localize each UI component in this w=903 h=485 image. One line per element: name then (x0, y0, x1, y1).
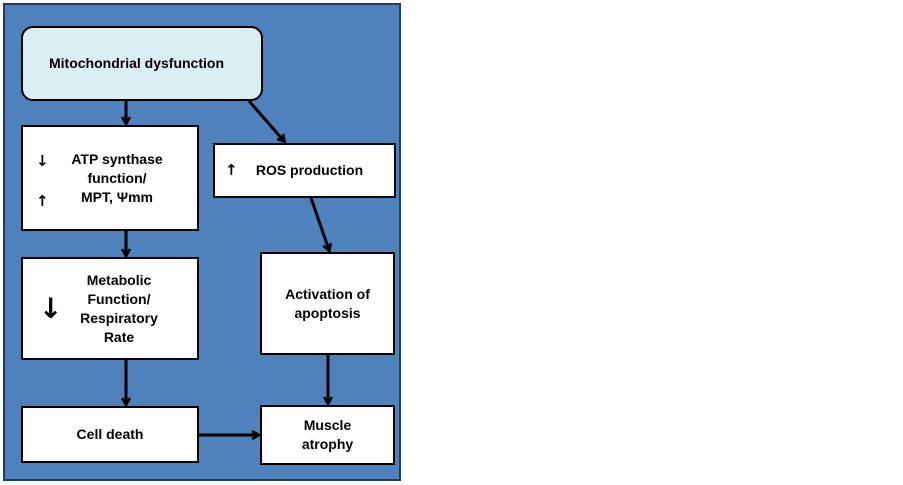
node-atrophy-line-2: atrophy (301, 436, 354, 452)
node-mitochondrial-dysfunction: Mitochondrial dysfunction (21, 26, 263, 101)
node-metabolic-line-3: Respiratory (80, 309, 158, 326)
arrow-down-icon: ↓ (36, 152, 49, 170)
arrow-up-icon: ↑ (36, 192, 49, 210)
node-cell-death-label: Cell death (76, 426, 144, 442)
node-activation-of-apoptosis: Activation of apoptosis (260, 252, 395, 355)
node-mitochondrial-dysfunction-label: Mitochondrial dysfunction (49, 55, 224, 71)
node-metabolic-line-2: Function/ (87, 290, 151, 307)
node-atrophy-line-1: Muscle (303, 417, 352, 433)
arrow-up-icon: ↑ (225, 161, 238, 179)
node-cell-death: Cell death (21, 406, 199, 463)
node-apoptosis-line-2: apoptosis (294, 304, 361, 321)
node-atp-line-3: MPT, Ψmm (80, 188, 153, 205)
node-atp-line-2: function/ (87, 169, 147, 186)
node-ros-production: ↑ ROS production (213, 143, 396, 198)
node-metabolic-function: ↓ Metabolic Function/ Respiratory Rate (21, 257, 199, 360)
node-ros-production-label: ROS production (255, 162, 364, 178)
node-metabolic-line-1: Metabolic (86, 271, 152, 288)
node-atp-line-1: ATP synthase (71, 150, 163, 167)
node-muscle-atrophy: Muscle atrophy (260, 405, 395, 465)
node-atp-synthase: ↓ ↑ ATP synthase function/ MPT, Ψmm (21, 125, 199, 231)
node-apoptosis-line-1: Activation of (285, 285, 370, 302)
arrow-down-large-icon: ↓ (39, 292, 63, 325)
node-metabolic-line-4: Rate (103, 328, 135, 345)
